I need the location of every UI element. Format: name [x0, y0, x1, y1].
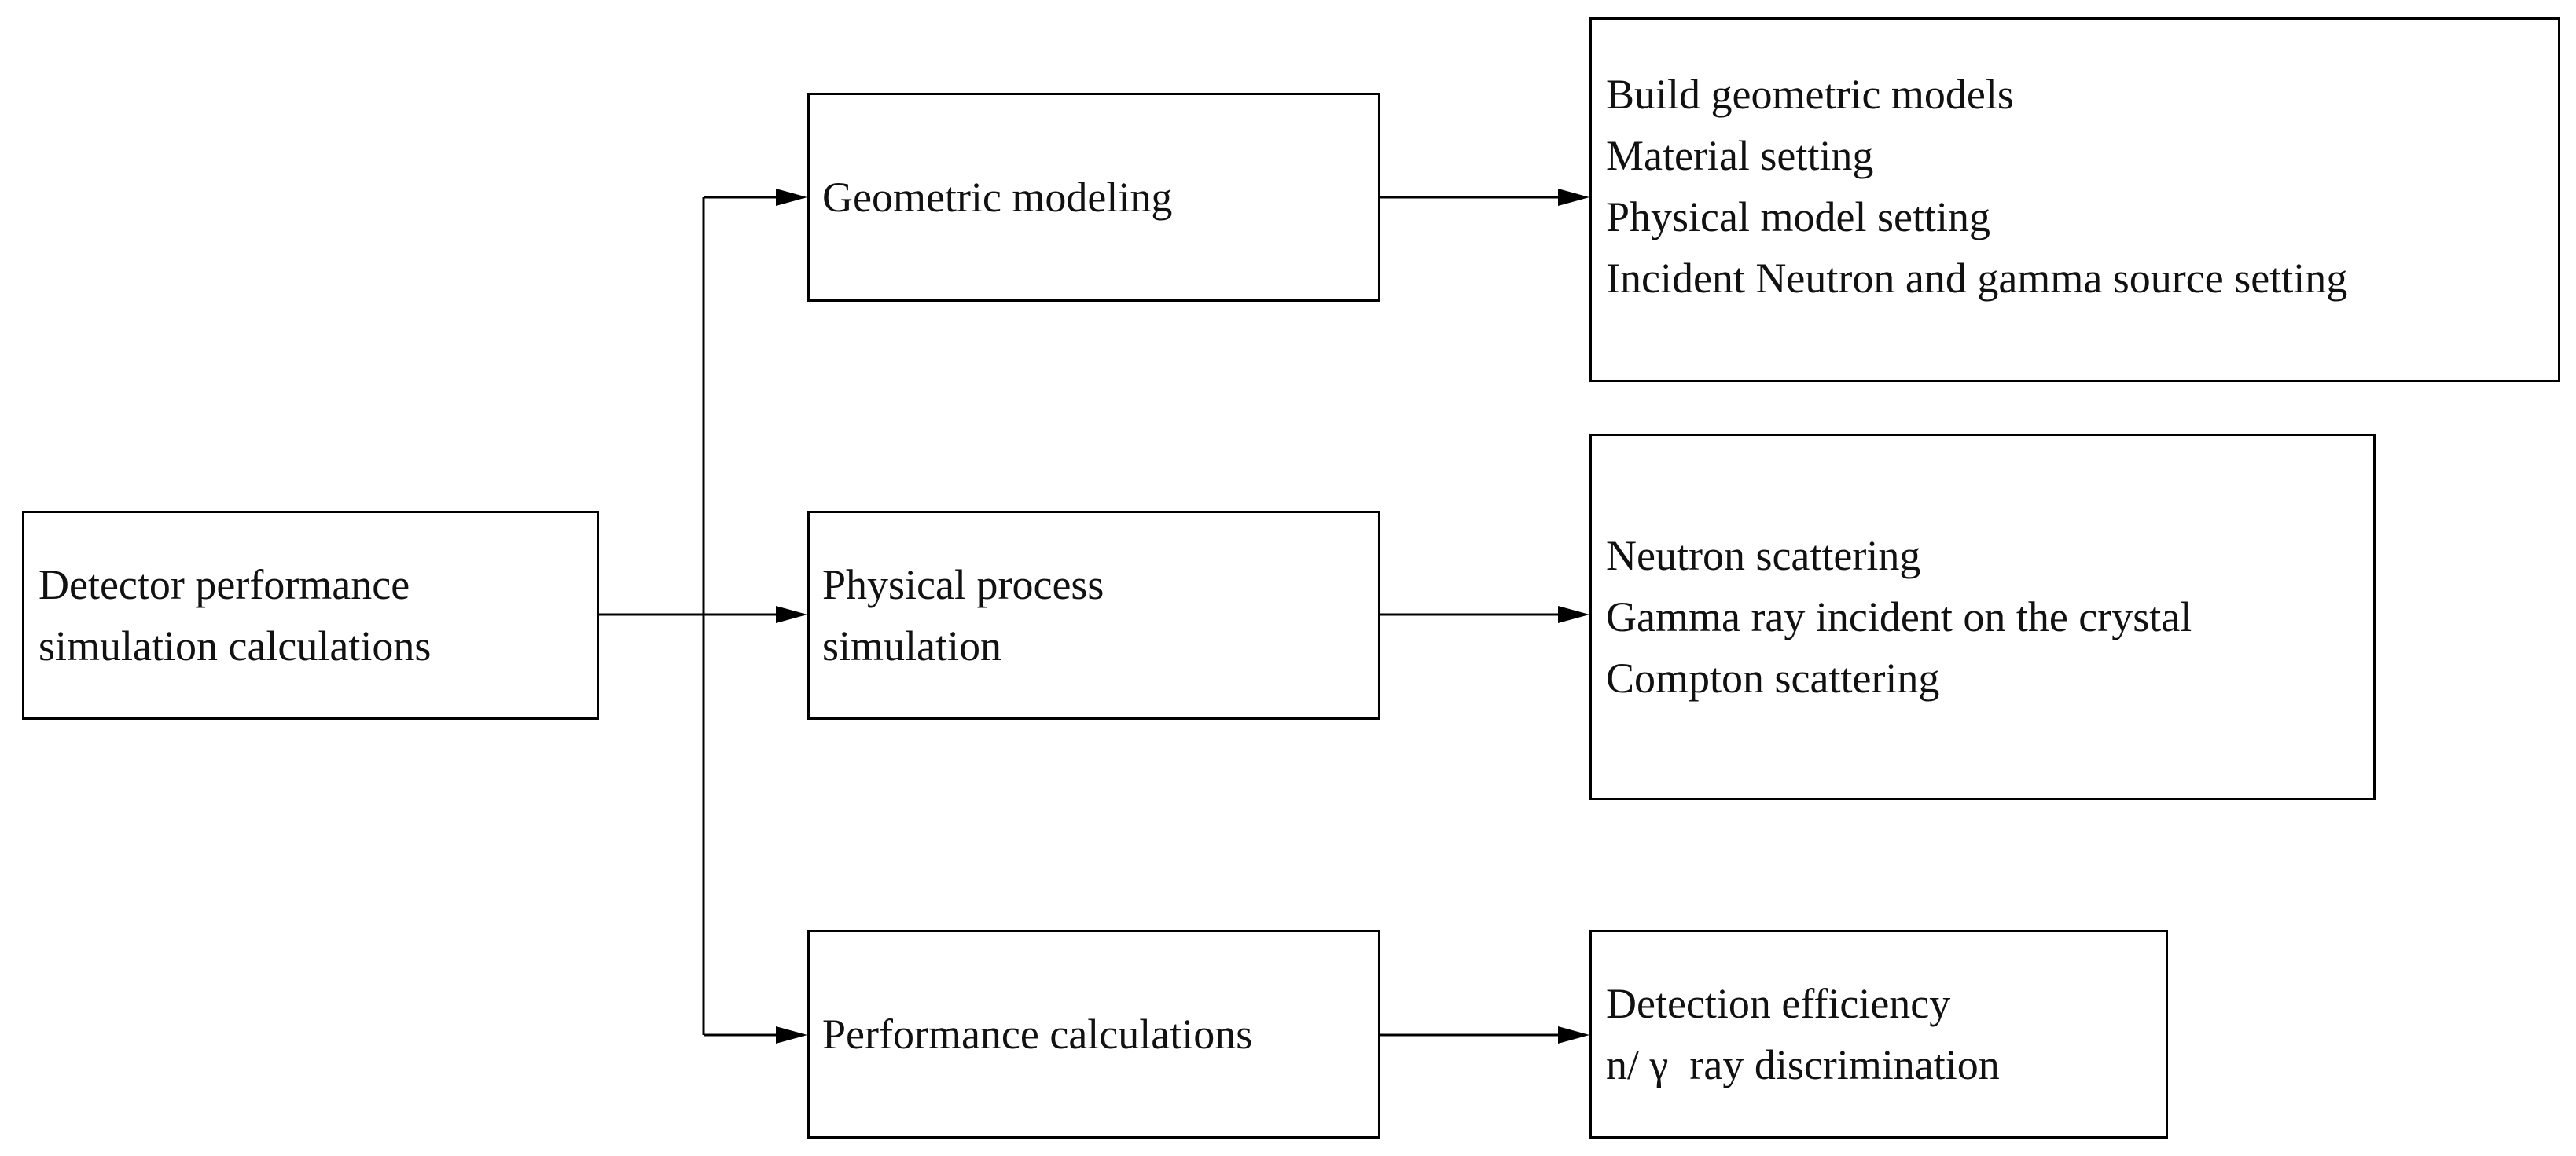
detail-item: Gamma ray incident on the crystal [1606, 593, 2192, 640]
root-label-line-2: simulation calculations [39, 622, 432, 670]
calculation-details-box: Detection efficiency n/ γ ray discrimina… [1589, 930, 2168, 1139]
arrowhead-simulation-details [1558, 606, 1589, 623]
detail-item: n/ γ ray discrimination [1606, 1041, 2000, 1088]
root-label-line-1: Detector performance [39, 561, 410, 608]
detail-item: Material setting [1606, 132, 1874, 179]
arrowhead-calculation-details [1558, 1026, 1589, 1044]
arrowhead-physical-process [776, 606, 807, 623]
root-box: Detector performance simulation calculat… [22, 511, 599, 720]
geometric-modeling-box: Geometric modeling [807, 93, 1380, 302]
arrowhead-performance-calculations [776, 1026, 807, 1044]
simulation-details-box: Neutron scattering Gamma ray incident on… [1589, 434, 2376, 800]
physical-process-box: Physical process simulation [807, 511, 1380, 720]
performance-calculations-box: Performance calculations [807, 930, 1380, 1139]
detail-item: Incident Neutron and gamma source settin… [1606, 255, 2348, 302]
detail-item: Compton scattering [1606, 655, 1940, 702]
detail-item: Physical model setting [1606, 193, 1990, 240]
detail-item: Detection efficiency [1606, 980, 1951, 1027]
geometric-modeling-label: Geometric modeling [822, 174, 1173, 221]
detail-item: Neutron scattering [1606, 532, 1921, 579]
detail-item: Build geometric models [1606, 71, 2014, 118]
performance-calculations-label: Performance calculations [822, 1011, 1253, 1058]
modeling-details-box: Build geometric models Material setting … [1589, 17, 2560, 382]
arrowhead-modeling-details [1558, 189, 1589, 206]
physical-process-label-line-2: simulation [822, 622, 1001, 670]
arrowhead-geometric-modeling [776, 189, 807, 206]
physical-process-label-line-1: Physical process [822, 561, 1104, 608]
